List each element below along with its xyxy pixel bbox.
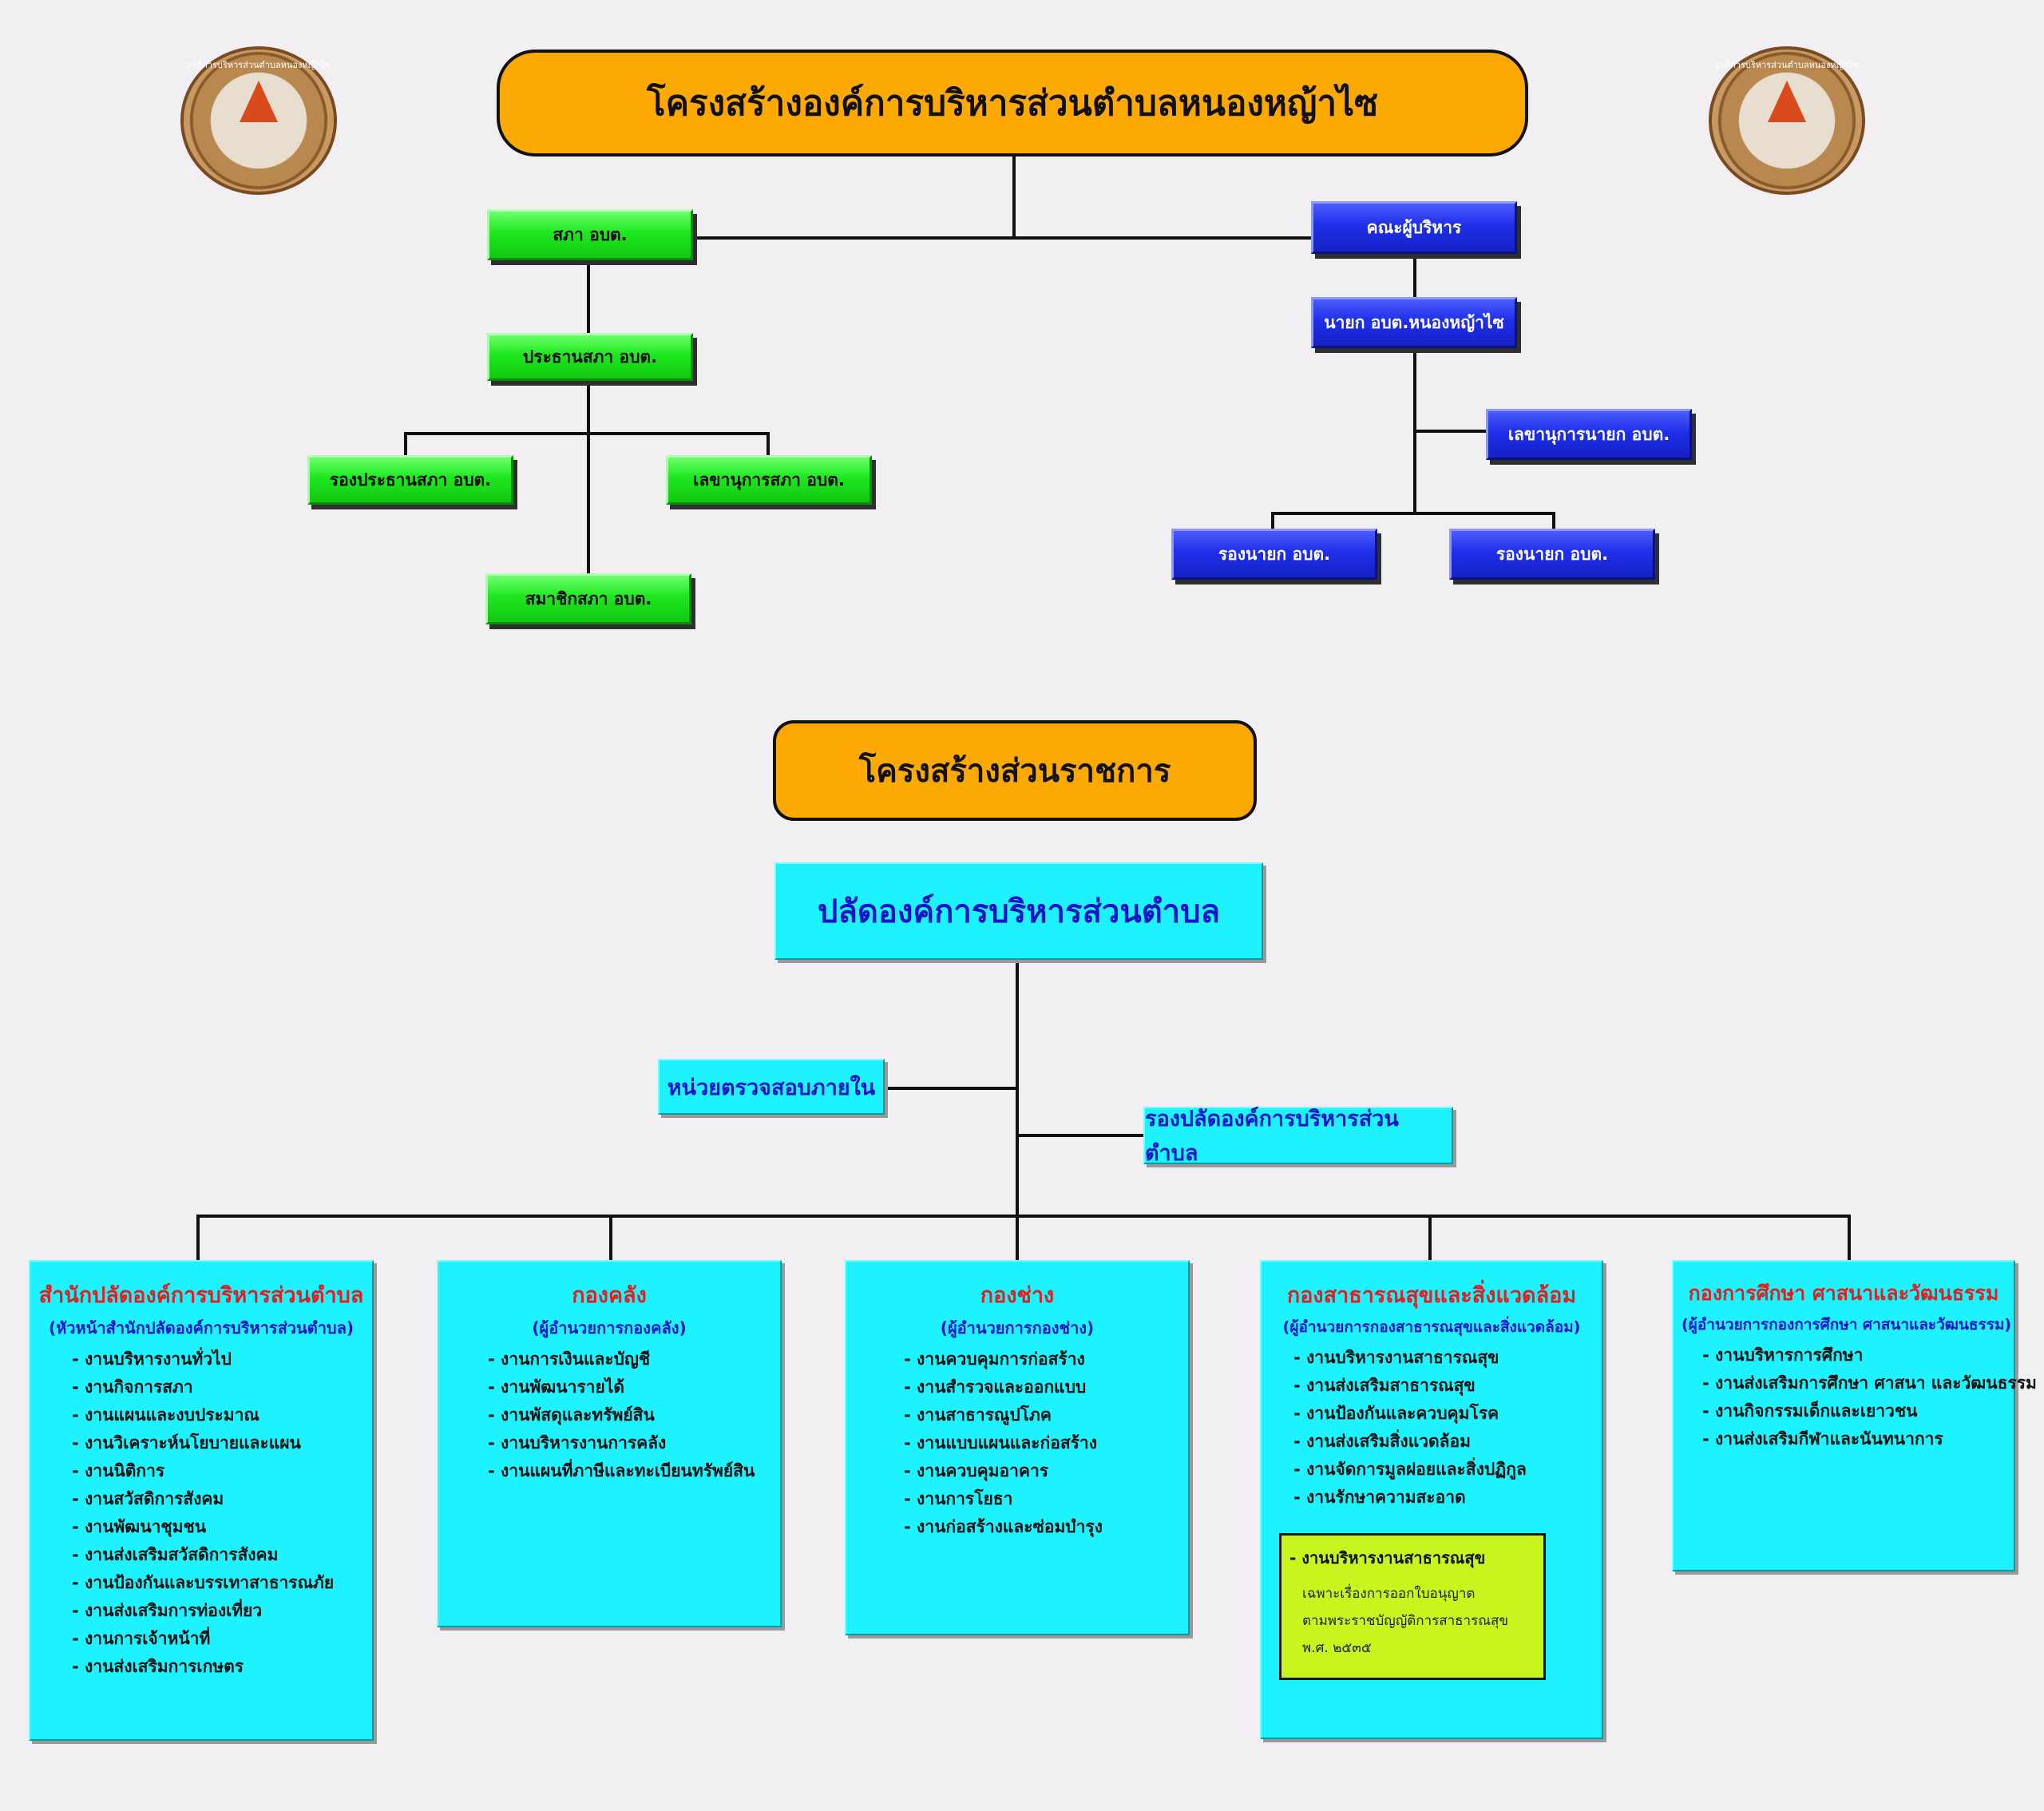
list-item: - งานส่งเสริมสิ่งแวดล้อม: [1293, 1432, 1471, 1451]
note-title: - งานบริหารงานสาธารณสุข: [1289, 1548, 1486, 1567]
list-item: - งานป้องกันและบรรเทาสาธารณภัย: [72, 1573, 335, 1592]
dept-task-list: - งานควบคุมการก่อสร้าง - งานสำรวจและออกแ…: [854, 1345, 1180, 1541]
dept-task-list: - งานการเงินและบัญชี - งานพัฒนารายได้ - …: [446, 1345, 772, 1485]
dept-title: กองสาธารณสุขและสิ่งแวดล้อม: [1286, 1283, 1577, 1308]
list-item: - งานส่งเสริมสวัสดิการสังคม: [72, 1545, 279, 1564]
main-title: โครงสร้างองค์การบริหารส่วนตำบลหนองหญ้าไซ: [497, 50, 1528, 157]
pyramid-icon: [1768, 81, 1806, 123]
dept-head: (หัวหน้าสำนักปลัดองค์การบริหารส่วนตำบล): [48, 1318, 355, 1337]
seal-left-text: องค์การบริหารส่วนตำบลหนองหญ้าไซ: [186, 60, 331, 70]
dept-office-of-clerk: สำนักปลัดองค์การบริหารส่วนตำบล (หัวหน้าส…: [29, 1260, 374, 1741]
list-item: - งานบริหารการศึกษา: [1702, 1345, 1864, 1365]
dept-head: (ผู้อำนวยการกองช่าง): [940, 1318, 1095, 1337]
deputy-clerk-box: รองปลัดองค์การบริหารส่วนตำบล: [1143, 1107, 1453, 1166]
list-item: - งานบริหารงานทั่วไป: [72, 1349, 232, 1369]
council-members-box: สมาชิกสภา อบต.: [485, 573, 691, 624]
note-line: ตามพระราชบัญญัติการสาธารณสุข: [1302, 1613, 1508, 1629]
dept-engineering: กองช่าง (ผู้อำนวยการกองช่าง) - งานควบคุม…: [845, 1260, 1190, 1635]
dept-finance: กองคลัง (ผู้อำนวยการกองคลัง) - งานการเงิ…: [437, 1260, 782, 1627]
internal-audit-box: หน่วยตรวจสอบภายใน: [658, 1059, 885, 1115]
list-item: - งานพัฒนาชุมชน: [72, 1517, 207, 1536]
list-item: - งานกิจกรรมเด็กและเยาวชน: [1702, 1401, 1918, 1421]
list-item: - งานก่อสร้างและซ่อมบำรุง: [904, 1517, 1103, 1536]
dept-head: (ผู้อำนวยการกองสาธารณสุขและสิ่งแวดล้อม): [1282, 1318, 1581, 1336]
list-item: - งานแบบแผนและก่อสร้าง: [904, 1433, 1097, 1452]
list-item: - งานส่งเสริมการศึกษา ศาสนา และวัฒนธรรม: [1702, 1373, 2037, 1393]
list-item: - งานสำรวจและออกแบบ: [904, 1377, 1087, 1397]
list-item: - งานสาธารณูปโภค: [904, 1405, 1052, 1425]
seal-right-logo: องค์การบริหารส่วนตำบลหนองหญ้าไซ: [1709, 46, 1865, 195]
dept-task-list: - งานบริหารงานสาธารณสุข - งานส่งเสริมสาธ…: [1270, 1344, 1594, 1512]
list-item: - งานพัฒนารายได้: [488, 1377, 624, 1397]
dept-task-list: - งานบริหารงานทั่วไป - งานกิจการสภา - งา…: [38, 1345, 364, 1681]
council-vice-chair-box: รองประธานสภา อบต.: [307, 455, 513, 505]
note-line: เฉพาะเรื่องการออกใบอนุญาต: [1302, 1586, 1476, 1602]
seal-right-text: องค์การบริหารส่วนตำบลหนองหญ้าไซ: [1714, 60, 1860, 70]
list-item: - งานส่งเสริมการเกษตร: [72, 1657, 244, 1676]
list-item: - งานการโยธา: [904, 1489, 1013, 1508]
dept-title: สำนักปลัดองค์การบริหารส่วนตำบล: [38, 1283, 364, 1308]
list-item: - งานกิจการสภา: [72, 1377, 193, 1397]
list-item: - งานการเงินและบัญชี: [488, 1349, 651, 1369]
list-item: - งานป้องกันและควบคุมโรค: [1293, 1404, 1499, 1423]
list-item: - งานนิติการ: [72, 1461, 165, 1480]
note-line: พ.ศ. ๒๕๓๕: [1302, 1640, 1372, 1656]
council-secretary-box: เลขานุการสภา อบต.: [666, 455, 872, 505]
dept-title: กองคลัง: [572, 1283, 647, 1308]
health-permit-note: - งานบริหารงานสาธารณสุข เฉพาะเรื่องการออ…: [1279, 1533, 1546, 1680]
list-item: - งานส่งเสริมการท่องเที่ยว: [72, 1601, 263, 1620]
list-item: - งานส่งเสริมกีฬาและนันทนาการ: [1702, 1429, 1943, 1448]
list-item: - งานส่งเสริมสาธารณสุข: [1293, 1376, 1476, 1395]
executive-board-box: คณะผู้บริหาร: [1311, 201, 1517, 254]
dept-education: กองการศึกษา ศาสนาและวัฒนธรรม (ผู้อำนวยกา…: [1672, 1260, 2037, 1571]
dept-title: กองการศึกษา ศาสนาและวัฒนธรรม: [1688, 1282, 1999, 1305]
dept-title: กองช่าง: [980, 1283, 1055, 1308]
list-item: - งานควบคุมการก่อสร้าง: [904, 1349, 1085, 1369]
seal-left-logo: องค์การบริหารส่วนตำบลหนองหญ้าไซ: [180, 46, 337, 195]
chief-administrator-box: ปลัดองค์การบริหารส่วนตำบล: [774, 862, 1263, 960]
mayor-box: นายก อบต.หนองหญ้าไซ: [1311, 297, 1517, 348]
list-item: - งานสวัสดิการสังคม: [72, 1489, 224, 1508]
dept-head: (ผู้อำนวยการกองการศึกษา ศาสนาและวัฒนธรรม…: [1682, 1316, 2012, 1333]
deputy-mayor-1-box: รองนายก อบต.: [1171, 529, 1377, 580]
list-item: - งานรักษาความสะอาด: [1293, 1488, 1466, 1507]
list-item: - งานบริหารงานสาธารณสุข: [1293, 1348, 1499, 1367]
dept-head: (ผู้อำนวยการกองคลัง): [532, 1318, 687, 1337]
list-item: - งานควบคุมอาคาร: [904, 1461, 1049, 1480]
dept-task-list: - งานบริหารการศึกษา - งานส่งเสริมการศึกษ…: [1682, 1341, 2037, 1453]
list-item: - งานพัสดุและทรัพย์สิน: [488, 1405, 655, 1425]
list-item: - งานแผนและงบประมาณ: [72, 1405, 259, 1425]
list-item: - งานบริหารงานการคลัง: [488, 1433, 667, 1452]
pyramid-icon: [240, 81, 278, 123]
deputy-mayor-2-box: รองนายก อบต.: [1449, 529, 1655, 580]
gov-structure-title: โครงสร้างส่วนราชการ: [773, 720, 1257, 821]
list-item: - งานแผนที่ภาษีและทะเบียนทรัพย์สิน: [488, 1461, 755, 1480]
council-chair-box: ประธานสภา อบต.: [487, 333, 693, 381]
list-item: - งานจัดการมูลฝอยและสิ่งปฏิกูล: [1293, 1460, 1527, 1479]
dept-public-health: กองสาธารณสุขและสิ่งแวดล้อม (ผู้อำนวยการก…: [1260, 1260, 1603, 1739]
mayor-secretary-box: เลขานุการนายก อบต.: [1486, 409, 1692, 460]
list-item: - งานการเจ้าหน้าที่: [72, 1629, 211, 1648]
council-box: สภา อบต.: [487, 209, 693, 260]
list-item: - งานวิเคราะห์นโยบายและแผน: [72, 1433, 301, 1452]
